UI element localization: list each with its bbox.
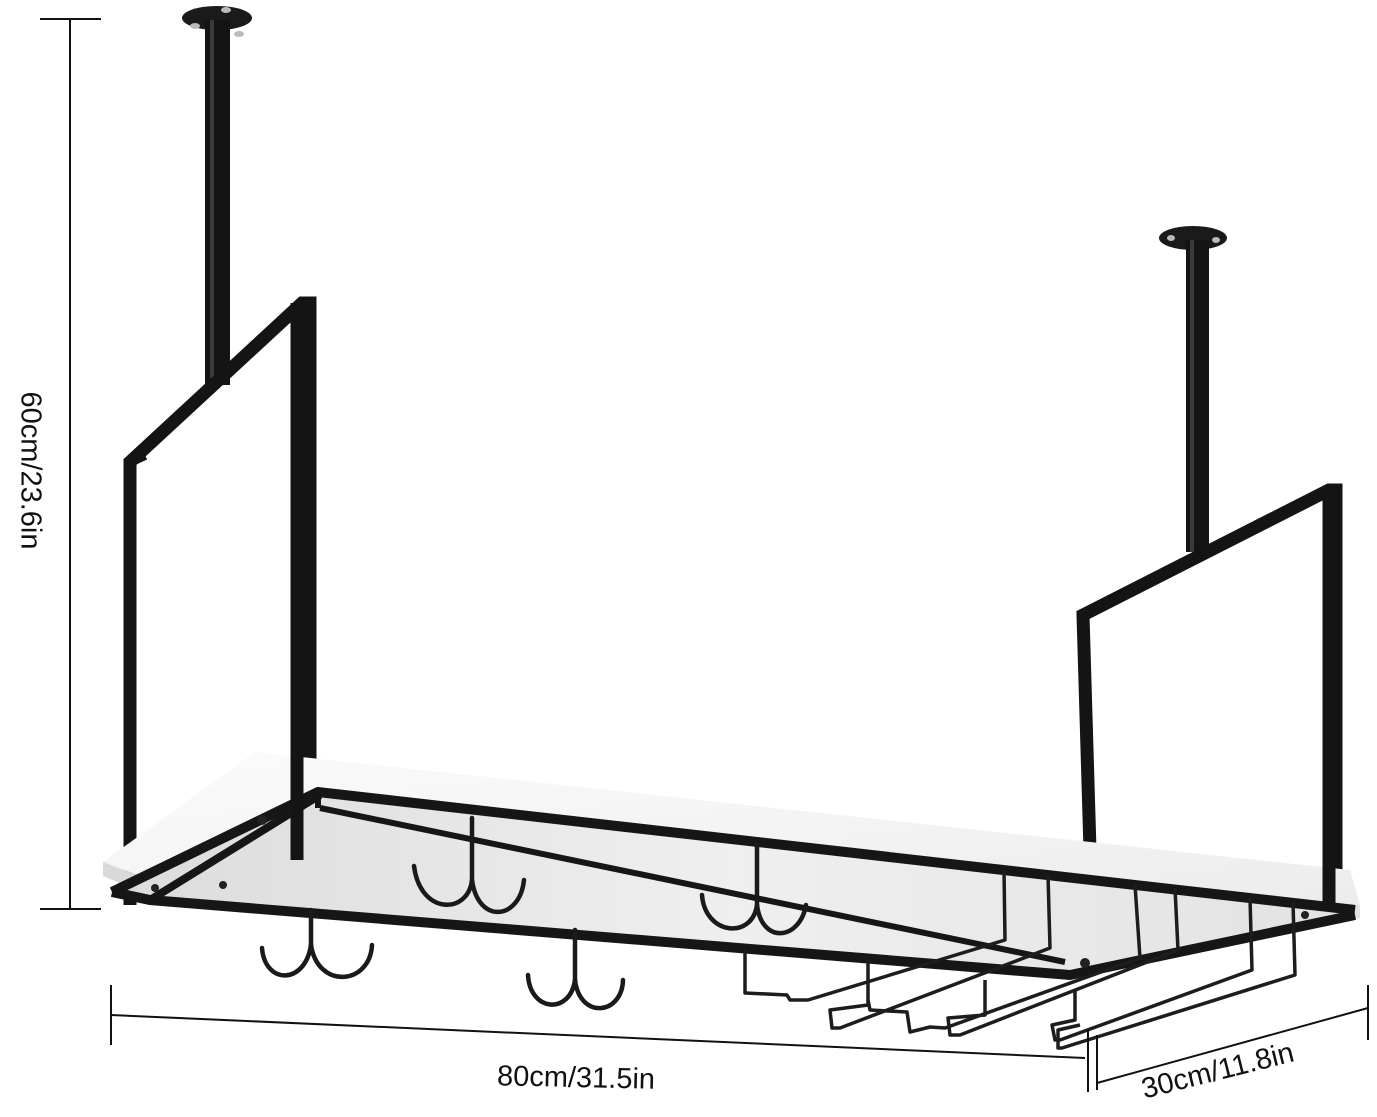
height-dimension-label: 60cm/23.6in bbox=[14, 391, 47, 550]
double-hooks bbox=[259, 815, 809, 1011]
width-dimension-label: 80cm/31.5in bbox=[496, 1060, 656, 1096]
glass-rail bbox=[866, 884, 1180, 1037]
glass-holder-rails bbox=[743, 869, 1297, 1050]
double-hook bbox=[259, 907, 375, 980]
side-frame-right bbox=[1076, 483, 1343, 905]
height-dimension-line bbox=[40, 18, 101, 910]
shelf-screws bbox=[151, 815, 1309, 968]
double-hook bbox=[699, 842, 809, 936]
depth-dimension-line bbox=[1096, 985, 1369, 1090]
shelf-frame bbox=[109, 786, 1357, 981]
width-dimension-line bbox=[110, 985, 1089, 1092]
ceiling-mount-left bbox=[182, 6, 252, 385]
glass-rail bbox=[1050, 897, 1297, 1050]
double-hook bbox=[525, 927, 626, 1011]
ceiling-mount-right bbox=[1159, 226, 1227, 552]
double-hook bbox=[411, 815, 527, 915]
